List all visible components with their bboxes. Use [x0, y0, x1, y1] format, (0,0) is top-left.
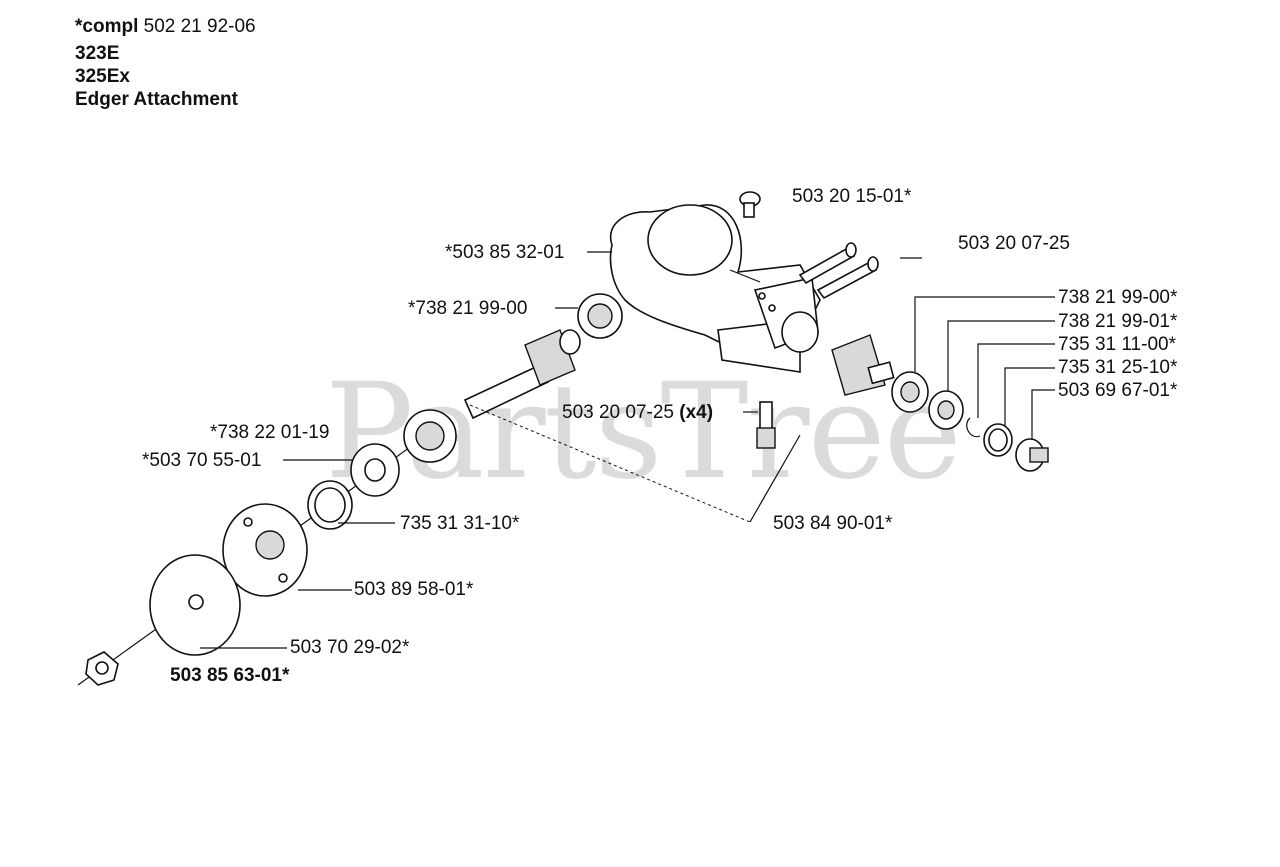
circlip-735-31-25-10 — [983, 423, 1013, 457]
callout-738-21-99-00-right: 738 21 99-00* — [1058, 287, 1178, 308]
bearing-738-21-99-00-left — [577, 293, 623, 339]
compl-line: *compl 502 21 92-06 — [75, 16, 256, 38]
callout-735-31-11-00: 735 31 11-00* — [1058, 334, 1176, 355]
washer-503-70-55-01 — [350, 443, 400, 497]
diagram-title: Edger Attachment — [75, 89, 238, 110]
callout-503-89-58-01: 503 89 58-01* — [354, 579, 474, 600]
callout-503-20-07-25-top: 503 20 07-25 — [958, 233, 1070, 254]
compl-number: 502 21 92-06 — [143, 16, 256, 37]
screw-503-20-15-01 — [739, 191, 761, 218]
callout-503-20-15-01: 503 20 15-01* — [792, 186, 912, 207]
nut-503-85-63-01 — [85, 651, 119, 686]
callout-503-85-63-01: 503 85 63-01* — [170, 665, 290, 686]
callout-738-21-99-00-left: *738 21 99-00 — [408, 298, 528, 319]
nut-503-69-67-01 — [1015, 438, 1049, 472]
callout-503-20-07-25-x4-number: 503 20 07-25 — [562, 402, 674, 423]
ring-735-31-11-00 — [966, 417, 981, 438]
bearing-738-21-99-01 — [928, 390, 964, 430]
circlip-735-31-31-10 — [307, 480, 353, 530]
model-1: 323E — [75, 43, 120, 64]
callout-735-31-31-10: 735 31 31-10* — [400, 513, 520, 534]
bearing-738-21-99-00-right — [891, 371, 929, 413]
callout-503-84-90-01: 503 84 90-01* — [773, 513, 893, 534]
callout-738-21-99-01: 738 21 99-01* — [1058, 311, 1178, 332]
callout-503-70-55-01: *503 70 55-01 — [142, 450, 262, 471]
flange-503-89-58-01 — [222, 503, 308, 597]
gear-housing — [609, 204, 821, 373]
callout-x4-qty: (x4) — [679, 402, 714, 423]
model-2: 325Ex — [75, 66, 130, 87]
callout-503-70-29-02: 503 70 29-02* — [290, 637, 410, 658]
screw-x4 — [756, 401, 776, 449]
clamp-screws — [798, 242, 879, 300]
callout-503-85-32-01: *503 85 32-01 — [445, 242, 565, 263]
callout-503-20-07-25-x4: 503 20 07-25 (x4) — [562, 402, 713, 424]
bevel-gear — [831, 334, 895, 396]
leader-lines — [200, 251, 1055, 649]
pinion-shaft — [463, 329, 581, 420]
compl-prefix: *compl — [75, 16, 139, 37]
blade-503-70-29-02 — [149, 554, 241, 656]
callout-503-69-67-01: 503 69 67-01* — [1058, 380, 1178, 401]
callout-735-31-25-10: 735 31 25-10* — [1058, 357, 1178, 378]
bearing-738-22-01-19 — [403, 409, 457, 463]
callout-738-22-01-19: *738 22 01-19 — [210, 422, 330, 443]
